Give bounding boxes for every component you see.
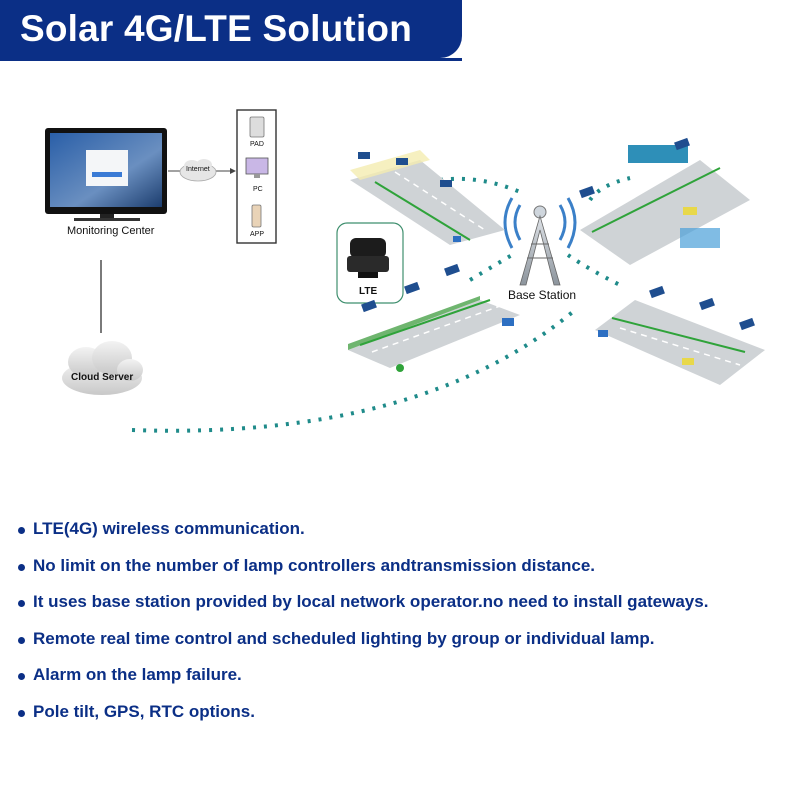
feature-text: Remote real time control and scheduled l… bbox=[33, 628, 655, 648]
feature-list: LTE(4G) wireless communication. No limit… bbox=[18, 512, 798, 731]
bullet-dot-icon bbox=[18, 673, 25, 680]
feature-text: LTE(4G) wireless communication. bbox=[33, 519, 305, 538]
base-station-label: Base Station bbox=[508, 288, 577, 302]
bullet-dot-icon bbox=[18, 600, 25, 607]
feature-item: Remote real time control and scheduled l… bbox=[18, 622, 798, 659]
signal-wave-right bbox=[566, 253, 621, 287]
title-underline bbox=[0, 58, 462, 61]
internet-cloud-icon bbox=[179, 159, 217, 182]
parking-cars-icon bbox=[680, 228, 720, 248]
tablet-icon bbox=[249, 116, 265, 138]
feature-text: No limit on the number of lamp controlle… bbox=[33, 555, 596, 575]
feature-text: Alarm on the lamp failure. bbox=[33, 665, 242, 684]
feature-text: Pole tilt, GPS, RTC options. bbox=[33, 701, 255, 721]
feature-item: Pole tilt, GPS, RTC options. bbox=[18, 695, 798, 732]
cloud-server-label: Cloud Server bbox=[71, 372, 134, 383]
feature-item: LTE(4G) wireless communication. bbox=[18, 512, 798, 549]
device-label-pc: PC bbox=[253, 186, 263, 193]
device-label-app: APP bbox=[250, 231, 265, 238]
monitor-icon bbox=[45, 128, 167, 221]
internet-label: Internet bbox=[186, 166, 210, 173]
cloud-server-icon bbox=[62, 341, 143, 395]
street-scene-bottom-right bbox=[595, 300, 765, 385]
street-scene-bottom-left bbox=[348, 296, 520, 372]
bullet-dot-icon bbox=[18, 709, 25, 717]
gas-station-icon bbox=[628, 145, 688, 163]
feature-text: It uses base station provided by local n… bbox=[33, 592, 709, 611]
feature-item: No limit on the number of lamp controlle… bbox=[18, 549, 798, 586]
device-label-pad: PAD bbox=[250, 141, 264, 148]
bullet-dot-icon bbox=[18, 527, 25, 534]
bus-icon bbox=[683, 207, 697, 215]
signal-wave-bottom bbox=[131, 308, 577, 433]
feature-item: It uses base station provided by local n… bbox=[18, 585, 798, 622]
bullet-dot-icon bbox=[18, 563, 25, 571]
bullet-dot-icon bbox=[18, 636, 25, 644]
network-diagram bbox=[45, 109, 765, 433]
solar-lamps bbox=[358, 137, 755, 331]
car-icon bbox=[682, 358, 694, 365]
lte-controller-icon bbox=[350, 238, 386, 258]
lte-label: LTE bbox=[359, 286, 378, 297]
tree-icon bbox=[396, 364, 404, 372]
page-title: Solar 4G/LTE Solution bbox=[20, 8, 413, 49]
phone-icon bbox=[251, 204, 262, 228]
signal-wave-top-right bbox=[588, 176, 631, 202]
devices-panel bbox=[236, 109, 277, 244]
feature-item: Alarm on the lamp failure. bbox=[18, 658, 798, 695]
base-station-tower-icon bbox=[503, 197, 577, 286]
street-scene-top-left bbox=[350, 150, 505, 245]
title-banner: Solar 4G/LTE Solution bbox=[0, 0, 462, 58]
monitoring-center-label: Monitoring Center bbox=[67, 225, 155, 237]
street-scene-top-right bbox=[580, 145, 750, 265]
signal-wave-left bbox=[468, 253, 514, 282]
lte-module-box bbox=[336, 222, 404, 304]
pc-icon bbox=[245, 157, 269, 175]
